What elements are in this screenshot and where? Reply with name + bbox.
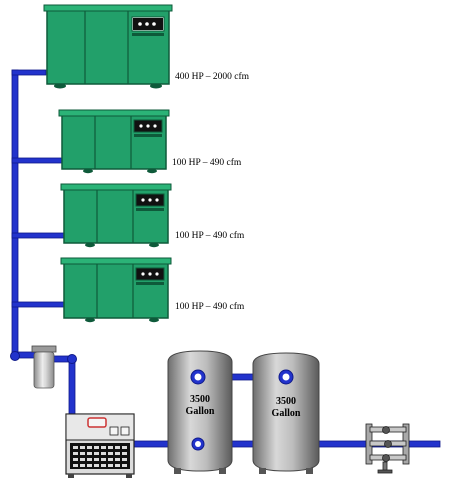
tank-1-unit: Gallon [186, 406, 215, 417]
elbow-fitting [67, 354, 77, 364]
receiver-tank-icon [167, 350, 233, 474]
branch-pipe-2 [11, 157, 63, 164]
filter-icon [31, 345, 57, 389]
main-header-pipe [11, 69, 19, 359]
air-compressor-icon [58, 109, 170, 174]
tank-1-capacity: 3500 [190, 394, 210, 405]
branch-pipe-1 [11, 69, 47, 76]
dryer-riser-pipe [68, 357, 76, 417]
branch-pipe-4 [11, 301, 65, 308]
compressor-label-3: 100 HP – 490 cfm [175, 230, 245, 241]
compressor-label-1: 400 HP – 2000 cfm [175, 71, 250, 82]
compressor-label-2: 100 HP – 490 cfm [172, 157, 242, 168]
pipe-fittings [10, 351, 77, 364]
branch-pipe-3 [11, 232, 65, 239]
air-compressor-icon [60, 257, 172, 323]
receiver-tank-icon [252, 352, 320, 474]
tank-2-unit: Gallon [272, 408, 301, 419]
tank-2-capacity: 3500 [276, 396, 296, 407]
compressor-label-4: 100 HP – 490 cfm [175, 301, 245, 312]
distribution-manifold-icon [365, 423, 410, 474]
air-dryer-icon [65, 413, 135, 478]
air-compressor-icon [60, 183, 172, 248]
large-air-compressor-icon [43, 4, 173, 89]
elbow-fitting [10, 351, 20, 361]
